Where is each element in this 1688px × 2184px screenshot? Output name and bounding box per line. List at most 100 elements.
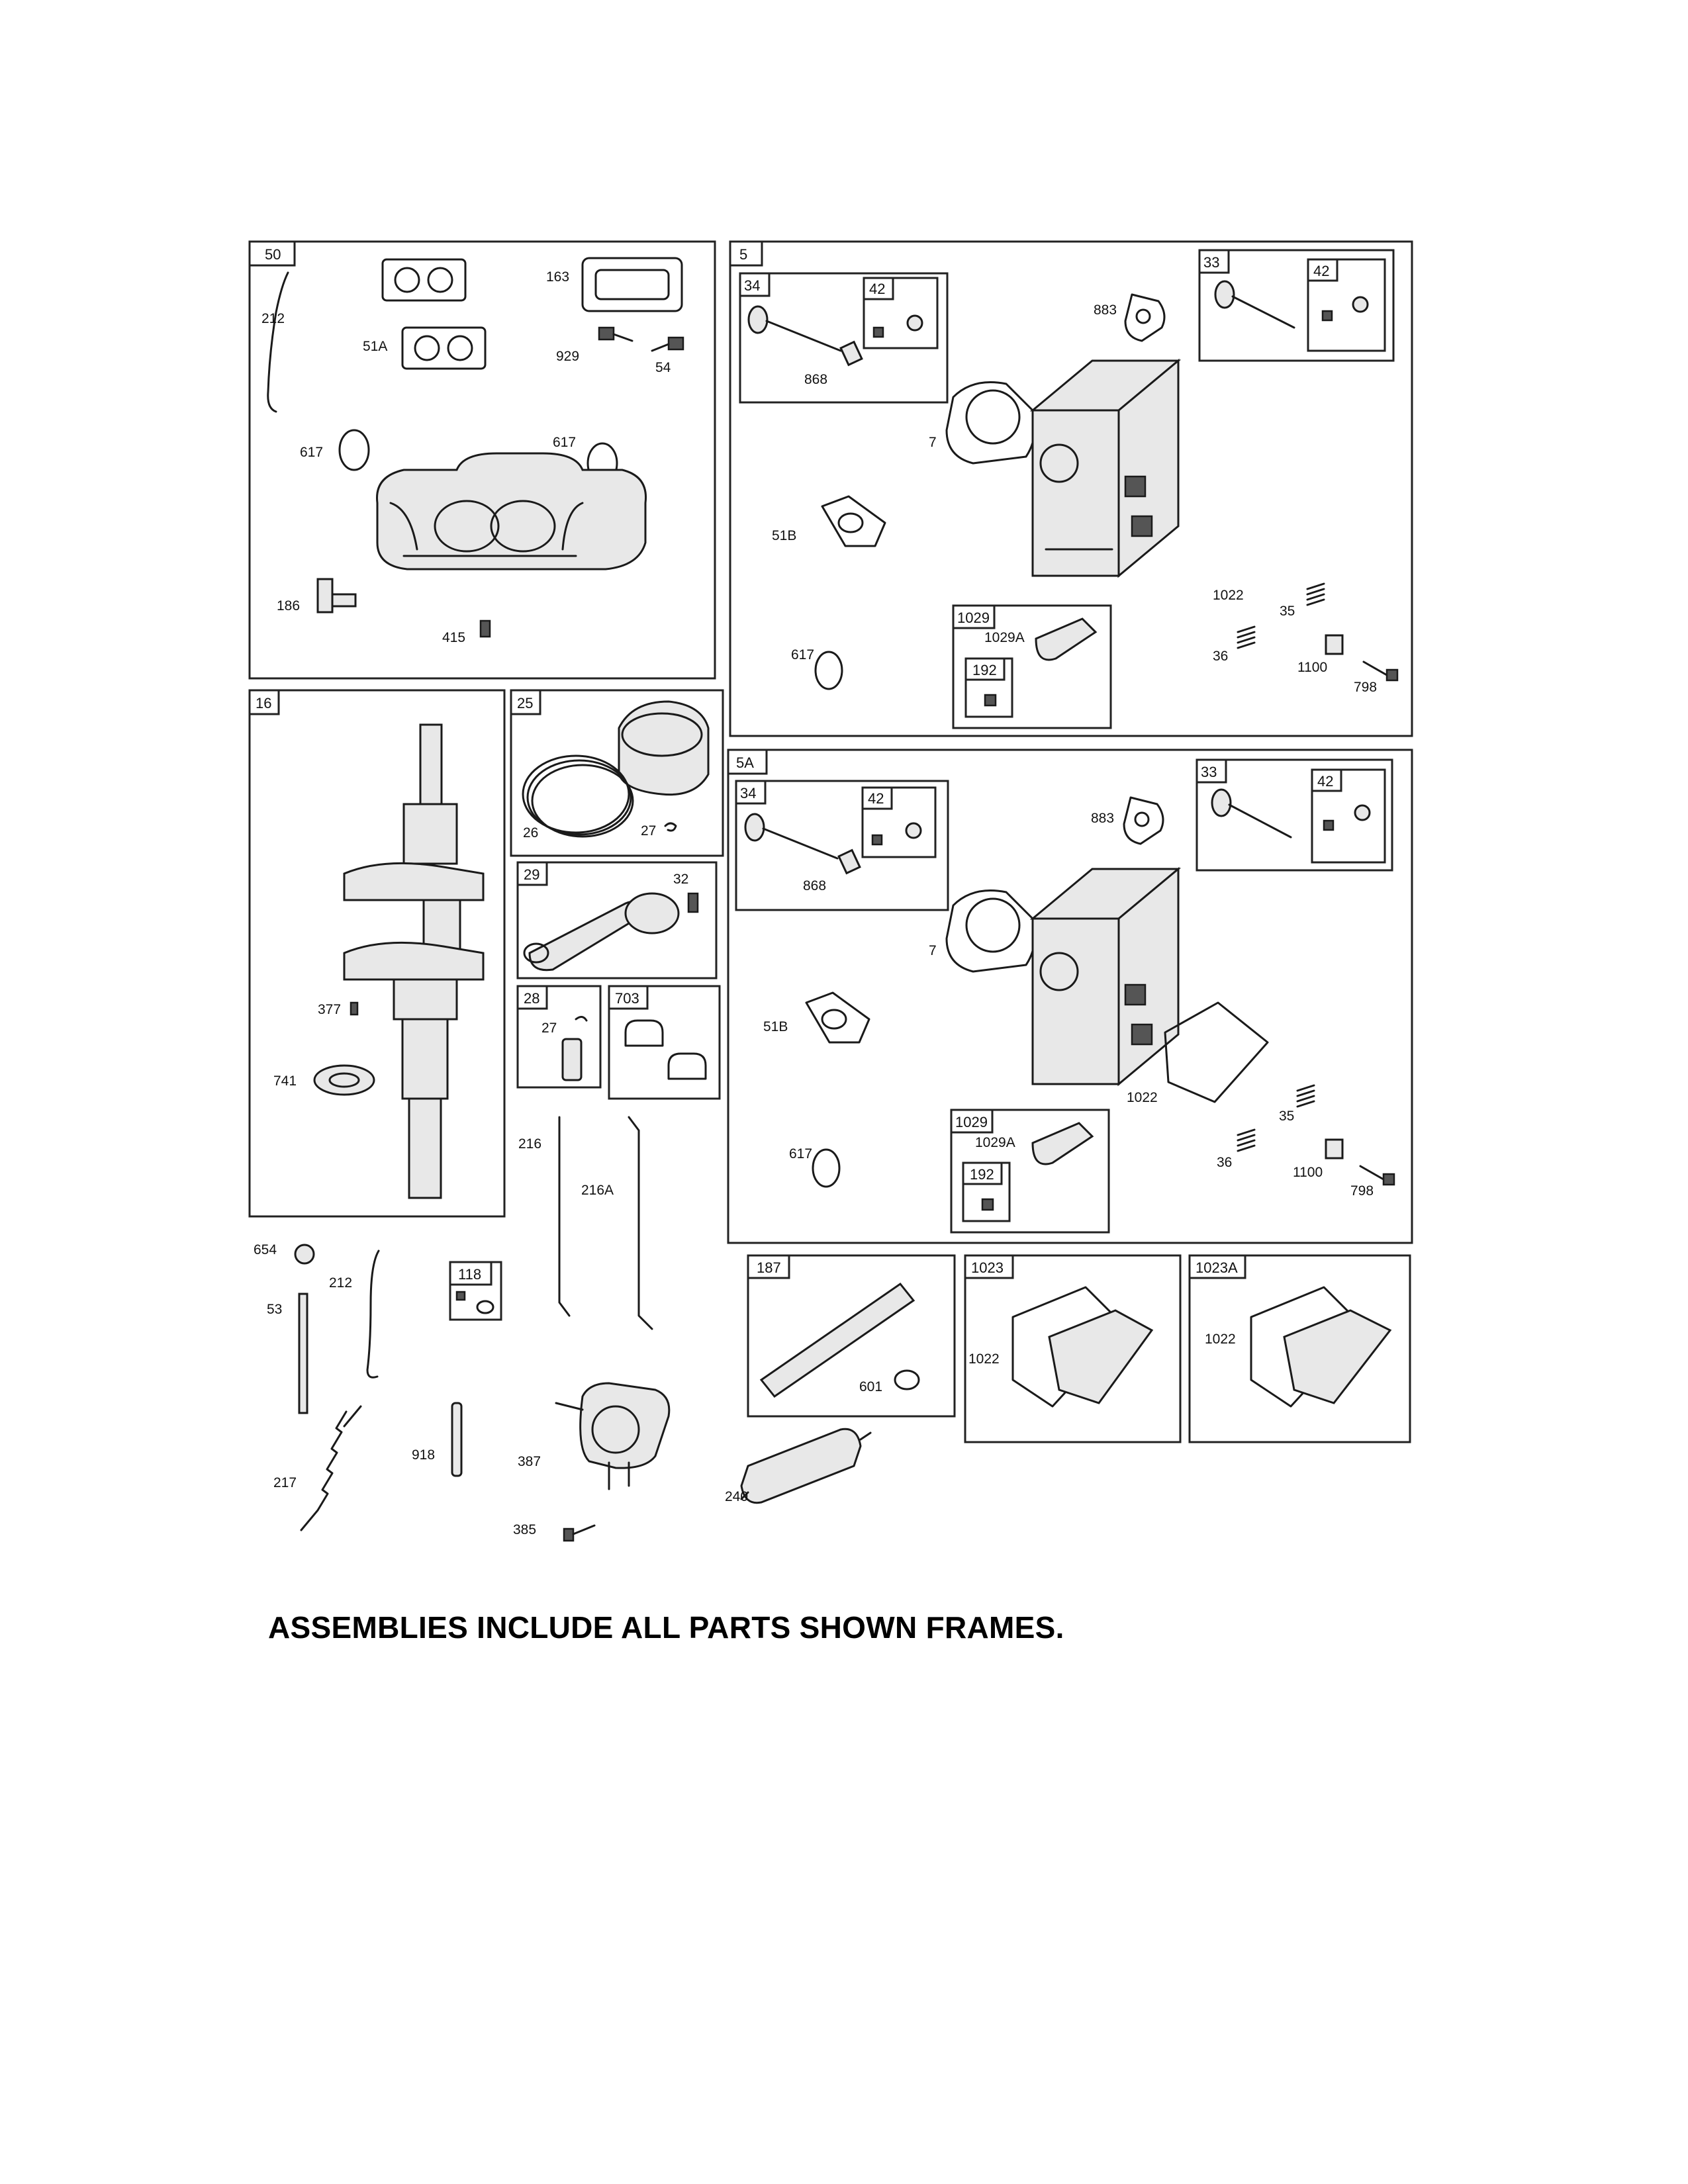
valve-drawing — [1211, 788, 1292, 839]
subframe-34 — [739, 272, 949, 404]
part-label: 217 — [273, 1475, 297, 1490]
subframe-tab-label: 192 — [972, 662, 997, 678]
head-gasket-drawing — [945, 381, 1036, 465]
piston-pin-drawing — [561, 1038, 583, 1081]
gasket-drawing — [401, 326, 487, 370]
piston-drawing — [618, 700, 710, 796]
retainer-clip-drawing — [664, 822, 677, 832]
hose-clamp-drawing — [894, 1369, 920, 1390]
spring-rod-drawing — [267, 271, 289, 413]
governor-rod-216 — [558, 1116, 571, 1317]
frame-1023a: 1023A 1022 — [1188, 1254, 1411, 1443]
frame-tab-label: 25 — [517, 695, 533, 711]
part-label: 163 — [546, 269, 569, 285]
assemblies-note: ASSEMBLIES INCLUDE ALL PARTS SHOWN FRAME… — [268, 1610, 1064, 1645]
frame-tab-label: 16 — [256, 695, 271, 711]
rocker-cover-gasket-drawing — [1164, 1001, 1269, 1103]
frame-tab-label: 118 — [458, 1266, 481, 1283]
part-label: 51B — [763, 1019, 788, 1034]
elbow-fitting-drawing — [316, 578, 357, 614]
part-label: 617 — [300, 445, 323, 460]
subframe-34 — [735, 780, 949, 911]
part-label: 216 — [518, 1136, 541, 1152]
valve-spring-drawing — [1306, 582, 1325, 606]
frame-703: 703 — [608, 985, 721, 1100]
frame-tab-label: 187 — [757, 1259, 781, 1276]
subframe-tab-label: 33 — [1203, 254, 1219, 271]
piston-rings-drawing — [522, 754, 634, 838]
pin-drawing — [451, 1402, 463, 1477]
frame-5a: 5A 34 868 42 33 42 883 7 51B — [727, 749, 1413, 1244]
part-label: 385 — [513, 1522, 536, 1537]
gasket-drawing — [381, 258, 467, 302]
rocker-arm-drawing — [1035, 617, 1098, 661]
head-gasket-drawing — [945, 889, 1036, 973]
part-label: 601 — [859, 1379, 882, 1394]
part-label: 387 — [518, 1454, 541, 1469]
frame-29: 29 32 — [516, 861, 718, 979]
part-label: 798 — [1354, 680, 1377, 695]
connecting-rod-drawing — [523, 892, 680, 972]
subframe-tab-label: 1029 — [955, 1114, 988, 1130]
part-label: 868 — [803, 878, 826, 893]
frame-tab-label: 703 — [615, 990, 639, 1007]
valve-cap-drawing — [1325, 634, 1344, 655]
subframe-33 — [1196, 758, 1393, 872]
part-label: 617 — [791, 647, 814, 662]
frame-50: 50 212 51A 163 929 54 617 617 — [248, 240, 716, 680]
valve-spring-drawing — [1237, 1128, 1256, 1152]
seal-drawing — [624, 1019, 664, 1047]
frame-16: 16 377 741 — [248, 689, 506, 1218]
o-ring-drawing — [338, 429, 370, 471]
frame-1023: 1023 1022 — [964, 1254, 1182, 1443]
part-label: 36 — [1213, 649, 1228, 664]
fuel-hose-drawing — [759, 1282, 915, 1398]
part-label: 1022 — [1127, 1090, 1158, 1105]
part-label: 918 — [412, 1447, 435, 1463]
part-label: 415 — [442, 630, 465, 645]
subframe-tab-label: 42 — [1317, 773, 1333, 790]
part-label: 51B — [772, 528, 796, 543]
subframe-tab-label: 1029 — [957, 610, 990, 626]
subframe-tab-label: 42 — [868, 790, 884, 807]
part-label: 1022 — [1205, 1332, 1236, 1347]
subframe-tab-label: 33 — [1201, 764, 1217, 780]
part-label: 929 — [556, 349, 579, 364]
rod-bolt-drawing — [687, 892, 699, 913]
part-label: 1100 — [1297, 660, 1327, 675]
frame-25: 25 26 27 — [510, 689, 724, 857]
bolt-drawing — [651, 336, 684, 352]
part-label: 32 — [673, 872, 688, 887]
intake-manifold-drawing — [376, 452, 647, 570]
valve-drawing — [1214, 280, 1295, 329]
part-label: 1029A — [975, 1135, 1015, 1150]
part-label: 186 — [277, 598, 300, 614]
part-label: 26 — [523, 825, 538, 841]
exhaust-gasket-drawing — [1123, 796, 1164, 845]
subframe-tab-label: 42 — [869, 281, 885, 297]
cover-plate-drawing — [581, 257, 683, 312]
part-label: 883 — [1094, 302, 1117, 318]
frame-28: 28 27 — [516, 985, 602, 1089]
frame-tab-label: 50 — [265, 246, 281, 263]
frame-tab-label: 5A — [736, 754, 754, 771]
part-label: 36 — [1217, 1155, 1232, 1170]
frame-118: 118 — [449, 1261, 502, 1321]
frame-tab-label: 29 — [524, 866, 539, 883]
valve-spring-drawing — [1296, 1084, 1315, 1108]
part-label: 212 — [261, 311, 285, 326]
part-label: 868 — [804, 372, 827, 387]
screw-drawing — [563, 1524, 596, 1542]
valve-drawing — [744, 813, 839, 860]
o-ring-drawing — [812, 1148, 841, 1188]
part-label: 1022 — [1213, 588, 1244, 603]
seal-drawing — [667, 1052, 707, 1080]
subframe-tab-label: 192 — [970, 1166, 994, 1183]
frame-tab-label: 28 — [524, 990, 539, 1007]
part-label: 35 — [1279, 1109, 1294, 1124]
o-ring-drawing — [814, 651, 843, 690]
rocker-cover-drawing — [1048, 1309, 1154, 1404]
spring-rod-drawing — [366, 1250, 380, 1379]
part-label: 1100 — [1293, 1165, 1323, 1180]
